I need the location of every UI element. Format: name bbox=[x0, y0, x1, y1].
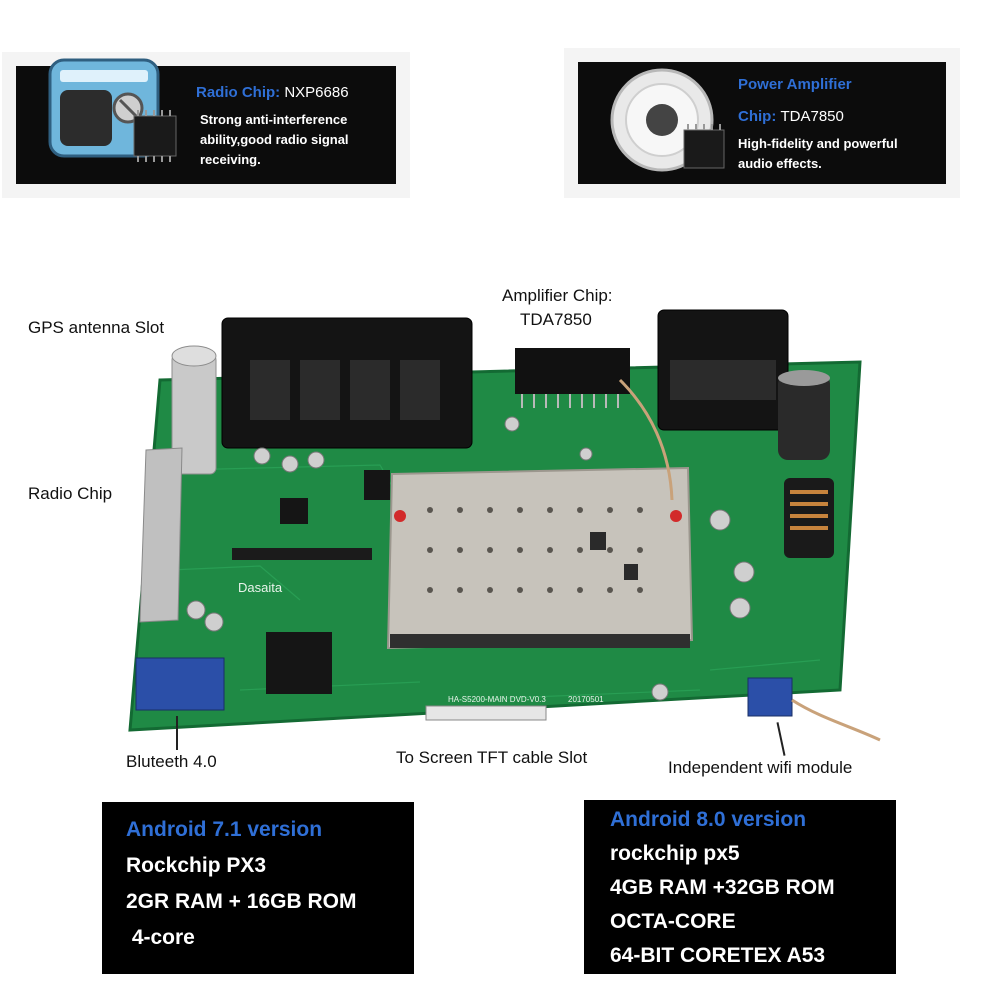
amplifier-chip-label-line1: Amplifier Chip: bbox=[502, 286, 613, 305]
android-8-0-cores: OCTA-CORE bbox=[610, 910, 736, 933]
radio-chip-title: Radio Chip: NXP6686 bbox=[196, 84, 349, 101]
tft-cable-slot-label: To Screen TFT cable Slot bbox=[396, 748, 588, 767]
android-7-1-cpu: Rockchip PX3 bbox=[126, 854, 267, 877]
board-date-text: 20170501 bbox=[568, 695, 604, 704]
gps-antenna-label: GPS antenna Slot bbox=[28, 318, 165, 337]
radio-chip-label: Radio Chip: bbox=[196, 84, 281, 101]
pcb-board: Dasaita HA-S5200-MAIN DVD-V0.3 20170501 bbox=[128, 309, 881, 742]
board-brand-text: Dasaita bbox=[238, 580, 283, 595]
amplifier-chip-model: TDA7850 bbox=[780, 108, 844, 125]
amplifier-title-line2: Chip: TDA7850 bbox=[738, 108, 844, 125]
android-7-1-cores: 4-core bbox=[126, 926, 195, 949]
android-7-1-memory: 2GR RAM + 16GB ROM bbox=[126, 890, 357, 913]
amplifier-chip-label-line2: TDA7850 bbox=[520, 310, 592, 329]
android-8-0-memory: 4GB RAM +32GB ROM bbox=[610, 876, 835, 899]
amplifier-feature-box: Power Amplifier Chip: TDA7850 High-fidel… bbox=[578, 62, 946, 184]
radio-chip-model: NXP6686 bbox=[284, 84, 349, 101]
android-7-1-heading: Android 7.1 version bbox=[126, 818, 323, 841]
amplifier-description: High-fidelity and powerful audio effects… bbox=[738, 136, 898, 171]
android-8-0-cpu: rockchip px5 bbox=[610, 842, 740, 865]
android-8-0-heading: Android 8.0 version bbox=[610, 808, 807, 831]
bluetooth-label: Bluteeth 4.0 bbox=[126, 752, 217, 771]
bluetooth-leader-line bbox=[176, 716, 178, 750]
radio-icon bbox=[48, 58, 177, 162]
radio-chip-label: Radio Chip bbox=[28, 484, 113, 503]
android-7-1-spec-box: Android 7.1 version Rockchip PX3 2GR RAM… bbox=[102, 802, 414, 974]
wifi-module-label: Independent wifi module bbox=[668, 758, 853, 777]
android-8-0-arch: 64-BIT CORETEX A53 bbox=[610, 944, 826, 967]
amplifier-title-line1: Power Amplifier bbox=[738, 76, 852, 93]
board-model-text: HA-S5200-MAIN DVD-V0.3 bbox=[448, 695, 546, 704]
radio-chip-description: Strong anti-interference ability,good ra… bbox=[200, 112, 349, 167]
radio-chip-feature-box: Radio Chip: NXP6686 Strong anti-interfer… bbox=[16, 58, 396, 184]
speaker-icon bbox=[610, 68, 725, 172]
android-8-0-spec-box: Android 8.0 version rockchip px5 4GB RAM… bbox=[584, 800, 896, 974]
